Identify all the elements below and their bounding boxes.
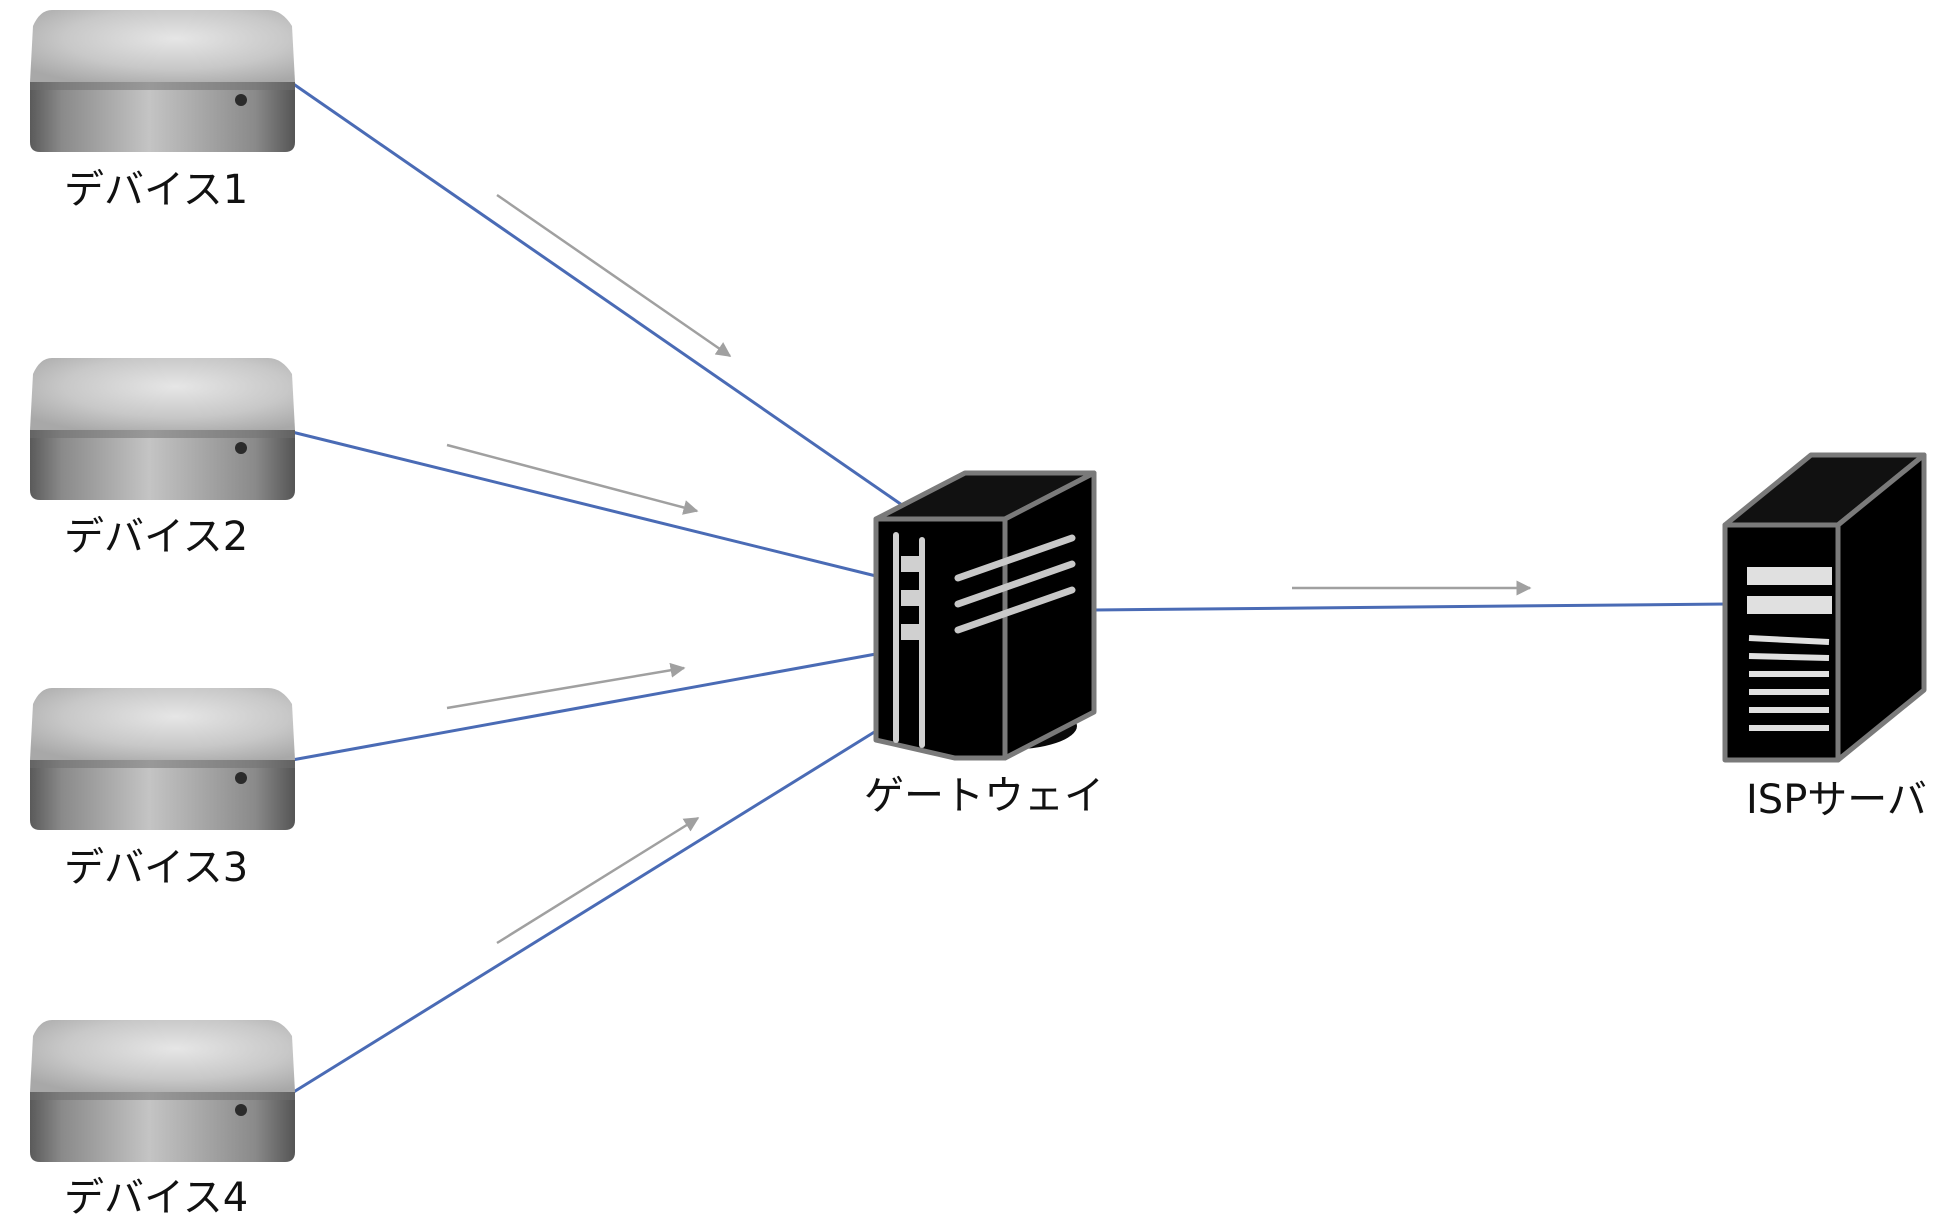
device-icon <box>30 10 295 152</box>
link-device3-gateway <box>291 652 877 762</box>
device-4-label: デバイス4 <box>64 1175 249 1221</box>
flow-arrow-device2 <box>446 443 699 515</box>
link-device4-gateway <box>291 729 877 1095</box>
flow-arrows <box>446 193 1532 945</box>
gateway-label: ゲートウェイ <box>864 773 1104 819</box>
device-icon <box>30 358 295 500</box>
device-3-label: デバイス3 <box>64 845 249 891</box>
link-device2-gateway <box>291 430 877 578</box>
links <box>291 81 1729 1095</box>
flow-arrow-device4 <box>496 816 700 945</box>
isp-server-icon <box>1722 452 1927 763</box>
device-icon <box>30 688 295 830</box>
device-2-label: デバイス2 <box>64 514 249 560</box>
link-gateway-isp <box>1093 602 1729 612</box>
device-icon <box>30 1020 295 1162</box>
link-device1-gateway <box>291 81 903 507</box>
isp-server-label: ISPサーバ <box>1746 777 1927 823</box>
flow-arrow-device1 <box>496 193 732 358</box>
gateway-icon <box>873 470 1097 761</box>
flow-arrow-device3 <box>446 662 686 710</box>
device-1-label: デバイス1 <box>64 167 249 213</box>
